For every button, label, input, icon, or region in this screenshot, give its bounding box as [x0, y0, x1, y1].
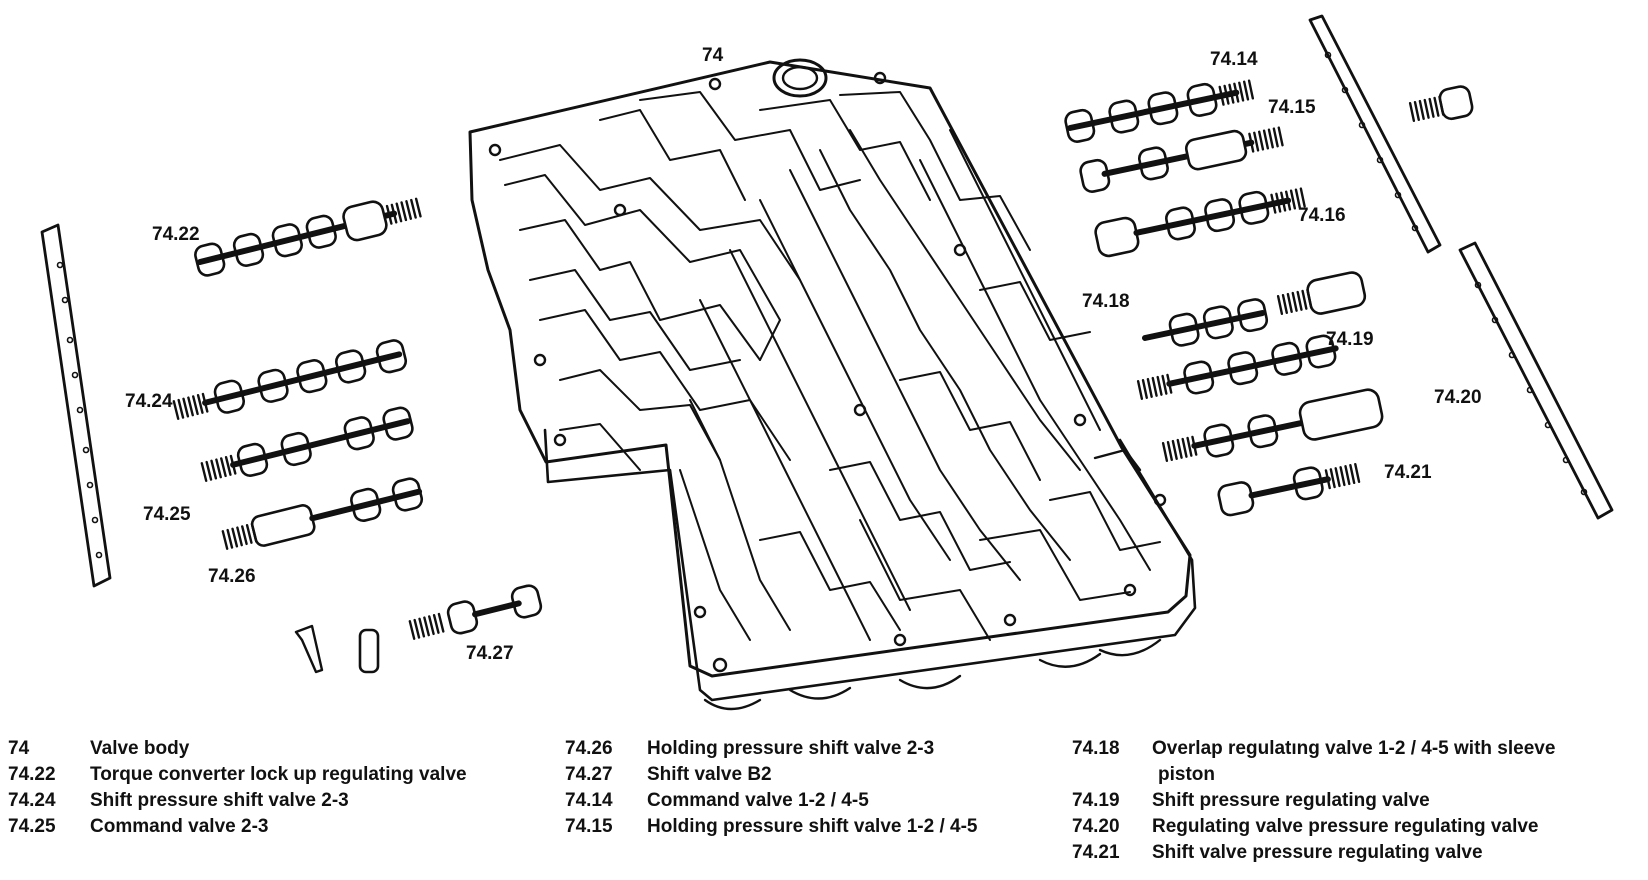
valve-body [468, 58, 1197, 711]
valve-74-18 [1142, 296, 1270, 349]
valve-74-16 [1094, 187, 1306, 258]
legend-code: 74.25 [8, 816, 56, 837]
right-gasket-plate-upper [1308, 14, 1442, 254]
valve-74-14 [1062, 79, 1255, 145]
legend-code: 74.15 [565, 816, 613, 837]
valve-74-20 [1161, 388, 1384, 463]
legend-text: Holding pressure shift valve 2-3 [647, 738, 935, 759]
callout-74-22: 74.22 [152, 224, 200, 245]
valve-74-15 [1077, 126, 1284, 195]
legend-code: 74.20 [1072, 816, 1120, 837]
valve-74-25 [200, 404, 416, 482]
valve-74-24 [172, 337, 409, 420]
legend-text: Command valve 2-3 [90, 816, 269, 837]
legend-code: 74.19 [1072, 790, 1120, 811]
callout-74-25: 74.25 [143, 504, 191, 525]
callout-74-26: 74.26 [208, 566, 256, 587]
legend-code: 74 [8, 738, 30, 759]
valve-74-27 [408, 582, 545, 640]
callout-74: 74 [702, 45, 724, 66]
legend-text: Holding pressure shift valve 1-2 / 4-5 [647, 816, 978, 837]
legend-code: 74.27 [565, 764, 613, 785]
callout-74-21: 74.21 [1384, 462, 1432, 483]
right-gasket-plate-lower [1458, 241, 1614, 520]
callout-74-15: 74.15 [1268, 97, 1316, 118]
valve-74-22 [192, 197, 422, 279]
legend-code: 74.26 [565, 738, 613, 759]
loose-plug [1408, 85, 1474, 123]
legend-text: Shift pressure regulating valve [1152, 790, 1430, 811]
valve-74-18-sleeve-piston [1276, 271, 1367, 316]
retaining-pin [294, 624, 324, 674]
legend-text: Shift pressure shift valve 2-3 [90, 790, 349, 811]
left-gasket-plate [40, 223, 112, 588]
callout-74-18: 74.18 [1082, 291, 1130, 312]
legend-code: 74.14 [565, 790, 613, 811]
legend-text: Regulating valve pressure regulating val… [1152, 816, 1539, 837]
callout-74-27: 74.27 [466, 643, 514, 664]
callout-74-19: 74.19 [1326, 329, 1374, 350]
callout-74-14: 74.14 [1210, 49, 1258, 70]
legend-code: 74.21 [1072, 842, 1120, 863]
legend-text: Overlap regulatıng valve 1-2 / 4-5 with … [1152, 738, 1556, 759]
legend-code: 74.24 [8, 790, 56, 811]
legend-text: piston [1158, 764, 1215, 785]
legend-text: Shift valve pressure regulating valve [1152, 842, 1483, 863]
callout-74-24: 74.24 [125, 391, 173, 412]
callout-74-16: 74.16 [1298, 205, 1346, 226]
legend-text: Torque converter lock up regulating valv… [90, 764, 467, 785]
legend-text: Valve body [90, 738, 190, 759]
sleeve [358, 628, 380, 674]
valve-74-21 [1217, 462, 1361, 517]
valve-74-19 [1136, 332, 1339, 401]
legend-text: Command valve 1-2 / 4-5 [647, 790, 869, 811]
valve-74-26 [221, 475, 425, 550]
legend-code: 74.18 [1072, 738, 1120, 759]
callout-74-20: 74.20 [1434, 387, 1482, 408]
legend-code: 74.22 [8, 764, 56, 785]
legend-text: Shift valve B2 [647, 764, 772, 785]
